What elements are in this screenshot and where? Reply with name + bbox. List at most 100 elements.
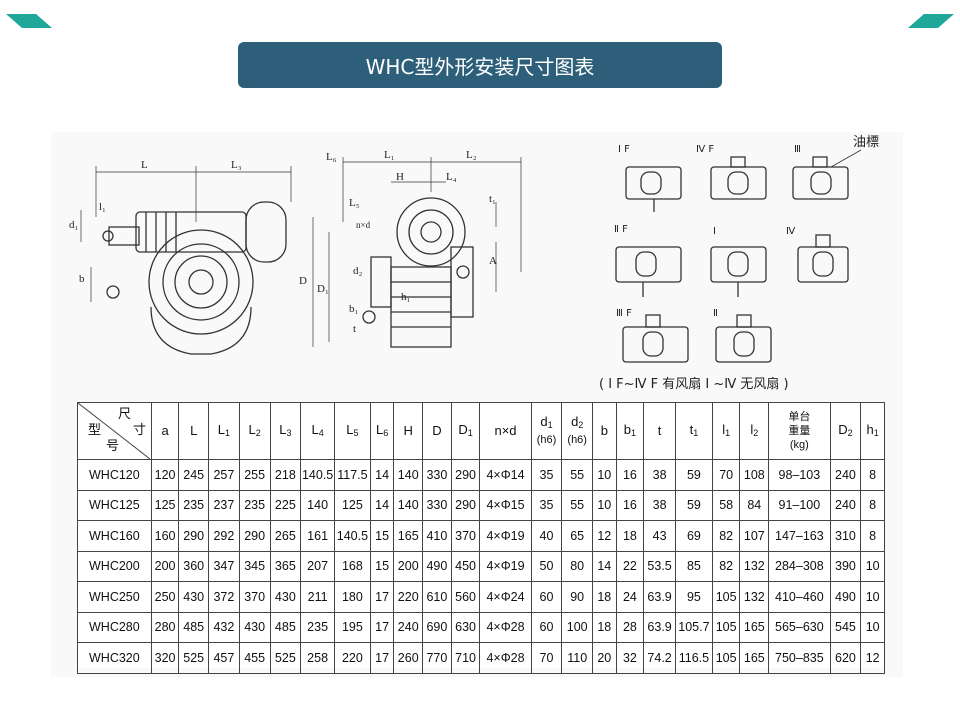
table-cell: 14 — [369, 489, 395, 521]
table-cell: 4×Φ19 — [479, 550, 532, 582]
table-cell: 200 — [150, 550, 180, 582]
header-sub: 1 — [693, 427, 699, 438]
header-main: H — [403, 423, 413, 438]
table-header-col-22: h1 — [860, 402, 885, 460]
table-cell: 91–100 — [768, 489, 831, 521]
table-cell: 22 — [615, 550, 645, 582]
header-main: h — [866, 421, 874, 437]
table-cell: 4×Φ15 — [479, 489, 532, 521]
table-cell: 265 — [269, 520, 302, 552]
table-cell: 82 — [711, 550, 741, 582]
table-header-col-1: L — [178, 402, 210, 460]
label-l1: l₁ — [99, 201, 106, 213]
table-cell: 207 — [300, 550, 335, 582]
corner-diagonal — [78, 403, 150, 459]
config-label-4: Ⅱ F — [614, 224, 628, 235]
table-cell: 390 — [829, 550, 862, 582]
table-cell: 280 — [150, 611, 180, 643]
header-main: L — [375, 421, 384, 437]
table-header-col-10: D1 — [450, 402, 481, 460]
table-cell: 140.5 — [300, 459, 335, 491]
table-cell: 147–163 — [768, 520, 831, 552]
header-main: b — [600, 423, 608, 438]
table-cell: 10 — [860, 550, 885, 582]
table-cell: 710 — [450, 642, 481, 674]
table-cell: 8 — [860, 459, 885, 491]
table-cell: 140 — [393, 489, 424, 521]
table-cell: 430 — [238, 611, 271, 643]
table-cell: 235 — [238, 489, 271, 521]
table-cell: 105 — [711, 581, 741, 613]
header-sub: 6 — [383, 427, 389, 438]
model-cell: WHC250 — [77, 581, 152, 613]
table-cell: 14 — [592, 550, 617, 582]
table-cell: 70 — [711, 459, 741, 491]
header-main: D — [432, 423, 442, 438]
table-cell: 58 — [711, 489, 741, 521]
table-cell: 14 — [369, 459, 395, 491]
table-cell: 18 — [615, 520, 645, 552]
corner-cun: 寸 — [133, 422, 147, 437]
table-header-col-5: L4 — [300, 402, 335, 460]
table-cell: 168 — [334, 550, 371, 582]
table-cell: 110 — [561, 642, 594, 674]
header-extra: (h6) — [567, 434, 587, 446]
table-cell: 620 — [829, 642, 862, 674]
table-cell: 360 — [178, 550, 210, 582]
header-corner: 尺 寸 型 号 — [77, 402, 152, 460]
table-cell: 4×Φ24 — [479, 581, 532, 613]
table-cell: 485 — [178, 611, 210, 643]
table-cell: 55 — [561, 489, 594, 521]
front-view-drawing — [312, 157, 522, 348]
table-cell: 257 — [208, 459, 240, 491]
label-L1: L₁ — [384, 149, 395, 161]
table-cell: 32 — [615, 642, 645, 674]
header-main: L — [346, 421, 354, 437]
table-cell: 107 — [739, 520, 770, 552]
config-label-7: Ⅲ F — [616, 308, 632, 319]
table-cell: 43 — [643, 520, 676, 552]
table-cell: 116.5 — [674, 642, 713, 674]
table-cell: 565–630 — [768, 611, 831, 643]
table-cell: 40 — [530, 520, 563, 552]
corner-decoration-right — [908, 14, 954, 28]
table-cell: 8 — [860, 489, 885, 521]
table-header-col-11: n×d — [479, 402, 532, 460]
table-cell: 38 — [643, 489, 676, 521]
header-main: l — [722, 421, 726, 437]
table-cell: 132 — [739, 581, 770, 613]
table-cell: 250 — [150, 581, 180, 613]
table-cell: 125 — [334, 489, 371, 521]
table-cell: 10 — [860, 581, 885, 613]
table-cell: 90 — [561, 581, 594, 613]
header-main: L — [190, 423, 198, 438]
table-cell: 4×Φ14 — [479, 459, 532, 491]
table-cell: 17 — [369, 581, 395, 613]
table-cell: 290 — [238, 520, 271, 552]
table-header-col-2: L1 — [208, 402, 240, 460]
table-header-col-6: L5 — [334, 402, 371, 460]
table-header-col-12: d1(h6) — [530, 402, 563, 460]
table-cell: 255 — [238, 459, 271, 491]
header-main: t — [689, 421, 694, 437]
table-cell: 82 — [711, 520, 741, 552]
corner-hao: 号 — [106, 438, 120, 453]
config-diagrams — [615, 156, 849, 363]
table-header-col-16: t — [643, 402, 676, 460]
table-header-col-19: l2 — [739, 402, 770, 460]
table-cell: 290 — [450, 459, 481, 491]
table-cell: 161 — [300, 520, 335, 552]
table-cell: 38 — [643, 459, 676, 491]
table-cell: 12 — [860, 642, 885, 674]
label-L4: L₄ — [446, 171, 457, 183]
header-main: L — [248, 421, 256, 437]
corner-decoration-left — [6, 14, 52, 28]
header-main: 单台 — [788, 411, 811, 423]
table-cell: 365 — [269, 550, 302, 582]
table-cell: 165 — [739, 642, 770, 674]
label-t: t — [353, 323, 356, 335]
